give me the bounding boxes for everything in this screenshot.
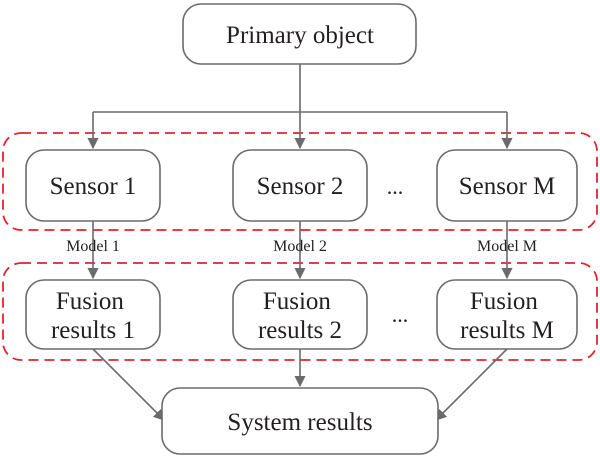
fusion-results-m-label: Fusion results M: [460, 288, 554, 344]
fusion-results-2-line-1: Fusion: [263, 288, 332, 315]
model-m-label: Model M: [477, 238, 537, 255]
arrow-fusion-m-to-system: [435, 348, 508, 421]
arrow-fusion-1-to-system: [92, 348, 165, 421]
system-results-node: System results: [161, 387, 439, 455]
fusion-row-ellipsis: ...: [392, 302, 409, 327]
fusion-results-2-line-2: results 2: [258, 317, 342, 344]
sensor-m-label: Sensor M: [459, 173, 556, 200]
sensor-1-node: Sensor 1: [25, 149, 161, 222]
fusion-results-m-line-2: results M: [460, 317, 554, 344]
model-2-label: Model 2: [273, 238, 327, 255]
system-results-label: System results: [227, 409, 372, 436]
fusion-results-1-label: Fusion results 1: [51, 288, 135, 344]
model-1-label: Model 1: [66, 238, 120, 255]
connectors: [87, 64, 513, 421]
primary-object-label: Primary object: [226, 22, 374, 49]
sensor-2-node: Sensor 2: [232, 149, 368, 222]
fusion-results-1-line-2: results 1: [51, 317, 135, 344]
sensor-row-ellipsis: ...: [387, 174, 404, 199]
fusion-results-2-label: Fusion results 2: [258, 288, 342, 344]
fusion-results-1-node: Fusion results 1: [25, 279, 161, 350]
fusion-results-1-line-1: Fusion: [56, 288, 125, 315]
fusion-results-m-node: Fusion results M: [436, 279, 578, 350]
fusion-results-2-node: Fusion results 2: [232, 279, 368, 350]
primary-object-node: Primary object: [182, 3, 417, 65]
sensor-2-label: Sensor 2: [257, 173, 344, 200]
sensor-m-node: Sensor M: [436, 149, 578, 222]
sensor-1-label: Sensor 1: [50, 173, 137, 200]
fusion-results-m-line-1: Fusion: [470, 288, 539, 315]
